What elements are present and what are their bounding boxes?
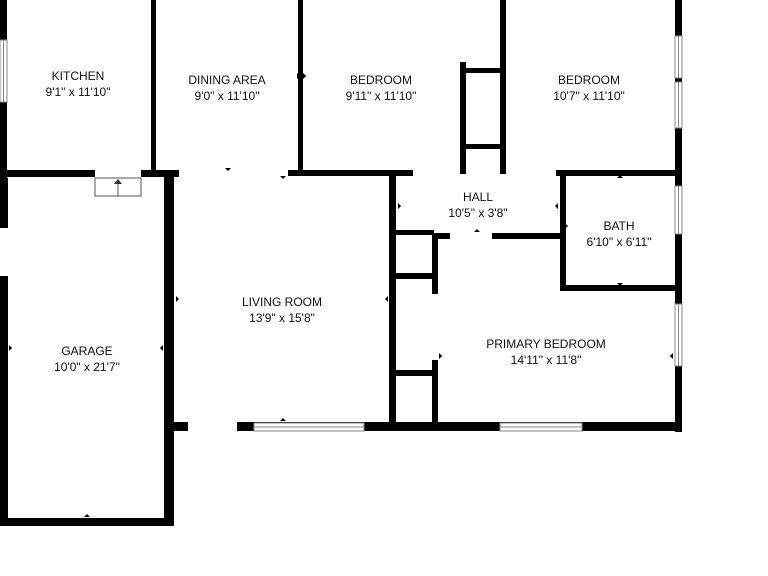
wall-hall-closet-low — [394, 370, 436, 376]
room-dining-area: DINING AREA 9'0" x 11'10" — [188, 73, 265, 103]
room-primary-bedroom: PRIMARY BEDROOM 14'11" x 11'8" — [486, 337, 606, 367]
wall-bath-left — [560, 172, 566, 290]
wall-closet-shelf-1 — [460, 68, 506, 73]
wall-kitchen-dining — [151, 0, 156, 172]
room-dimensions: 10'0" x 21'7" — [54, 360, 120, 374]
room-living-room: LIVING ROOM 13'9" x 15'8" — [242, 295, 322, 325]
wall-closet-shelf-2 — [460, 144, 506, 149]
room-bedroom-1: BEDROOM 9'11" x 11'10" — [346, 73, 417, 103]
wall-closet-right — [500, 0, 506, 174]
wall-garage-left — [0, 178, 8, 228]
room-dimensions: 13'9" x 15'8" — [249, 311, 315, 325]
room-name: HALL — [463, 190, 493, 204]
room-name: PRIMARY BEDROOM — [486, 337, 606, 351]
room-name: BATH — [603, 219, 634, 233]
room-name: LIVING ROOM — [242, 295, 322, 309]
room-dimensions: 9'11" x 11'10" — [346, 89, 417, 103]
wall-bottom-left — [170, 422, 188, 431]
room-kitchen: KITCHEN 9'1" x 11'10" — [46, 69, 111, 99]
wall-kitchen-bottom-right — [141, 170, 179, 177]
room-dimensions: 10'5" x 3'8" — [448, 206, 507, 220]
wall-garage-right — [164, 172, 174, 526]
room-name: BEDROOM — [350, 73, 412, 87]
garage-entry-step — [94, 177, 142, 197]
room-name: BEDROOM — [558, 73, 620, 87]
wall-bedroom1-bottom — [288, 170, 413, 176]
wall-garage-left-lower — [0, 276, 8, 526]
wall-bedroom2-bottom — [556, 170, 682, 176]
wall-primary-left-lower — [432, 360, 438, 428]
wall-primary-left-upper — [432, 234, 438, 294]
room-garage: GARAGE 10'0" x 21'7" — [54, 344, 120, 374]
room-bath: BATH 6'10" x 6'11" — [587, 219, 652, 249]
room-dimensions: 9'1" x 11'10" — [46, 85, 111, 99]
room-name: DINING AREA — [188, 73, 265, 87]
wall-hall-closet-mid — [394, 273, 436, 279]
room-name: KITCHEN — [52, 69, 105, 83]
wall-hall-closet-top — [396, 230, 434, 235]
wall-hall-bottom-right — [492, 233, 564, 239]
room-dimensions: 10'7" x 11'10" — [553, 89, 625, 103]
windows — [0, 35, 683, 432]
wall-bath-bottom — [560, 285, 682, 291]
room-name: GARAGE — [61, 344, 112, 358]
wall-closet-left — [460, 62, 466, 174]
wall-dining-bedroom — [298, 0, 303, 174]
room-hall: HALL 10'5" x 3'8" — [448, 190, 507, 220]
room-labels: KITCHEN 9'1" x 11'10" DINING AREA 9'0" x… — [46, 69, 652, 374]
wall-garage-bottom — [0, 518, 174, 526]
room-bedroom-2: BEDROOM 10'7" x 11'10" — [553, 73, 625, 103]
wall-kitchen-bottom-left — [0, 170, 95, 177]
wall-living-closets — [389, 176, 396, 428]
room-dimensions: 14'11" x 11'8" — [511, 353, 582, 367]
opening-markers — [9, 73, 673, 517]
wall-bottom-mid — [237, 422, 682, 431]
wall-hall-bottom-left — [432, 233, 450, 239]
step-arrow-icon — [114, 179, 122, 184]
room-dimensions: 6'10" x 6'11" — [587, 235, 652, 249]
room-dimensions: 9'0" x 11'10" — [195, 89, 260, 103]
